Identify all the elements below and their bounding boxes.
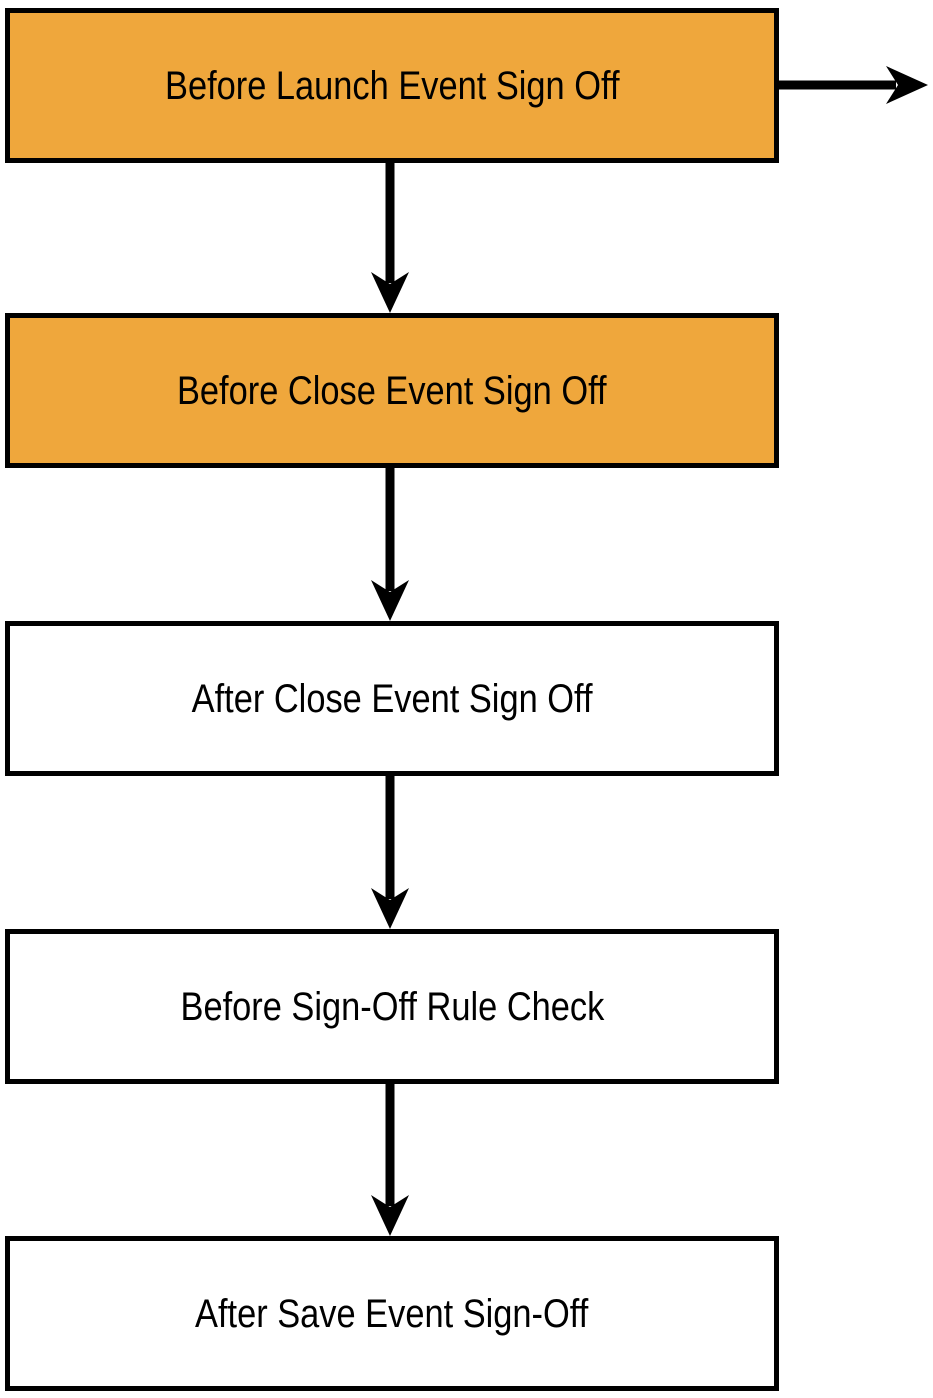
node-before-close-event-sign-off[interactable]: Before Close Event Sign Off xyxy=(5,313,779,468)
connector-launch-to-close xyxy=(371,163,409,313)
node-label: Before Launch Event Sign Off xyxy=(164,63,620,108)
node-label: After Close Event Sign Off xyxy=(191,676,593,721)
connector-after-close-to-rule-check xyxy=(371,776,409,929)
connector-rule-check-to-after-save xyxy=(371,1084,409,1236)
node-after-save-event-sign-off[interactable]: After Save Event Sign-Off xyxy=(5,1236,779,1391)
node-before-sign-off-rule-check[interactable]: Before Sign-Off Rule Check xyxy=(5,929,779,1084)
node-before-launch-event-sign-off[interactable]: Before Launch Event Sign Off xyxy=(5,8,779,163)
node-label: After Save Event Sign-Off xyxy=(195,1291,589,1336)
node-after-close-event-sign-off[interactable]: After Close Event Sign Off xyxy=(5,621,779,776)
connector-close-to-after-close xyxy=(371,468,409,621)
connector-launch-to-external xyxy=(779,66,928,104)
node-label: Before Sign-Off Rule Check xyxy=(180,984,604,1029)
node-label: Before Close Event Sign Off xyxy=(177,368,607,413)
